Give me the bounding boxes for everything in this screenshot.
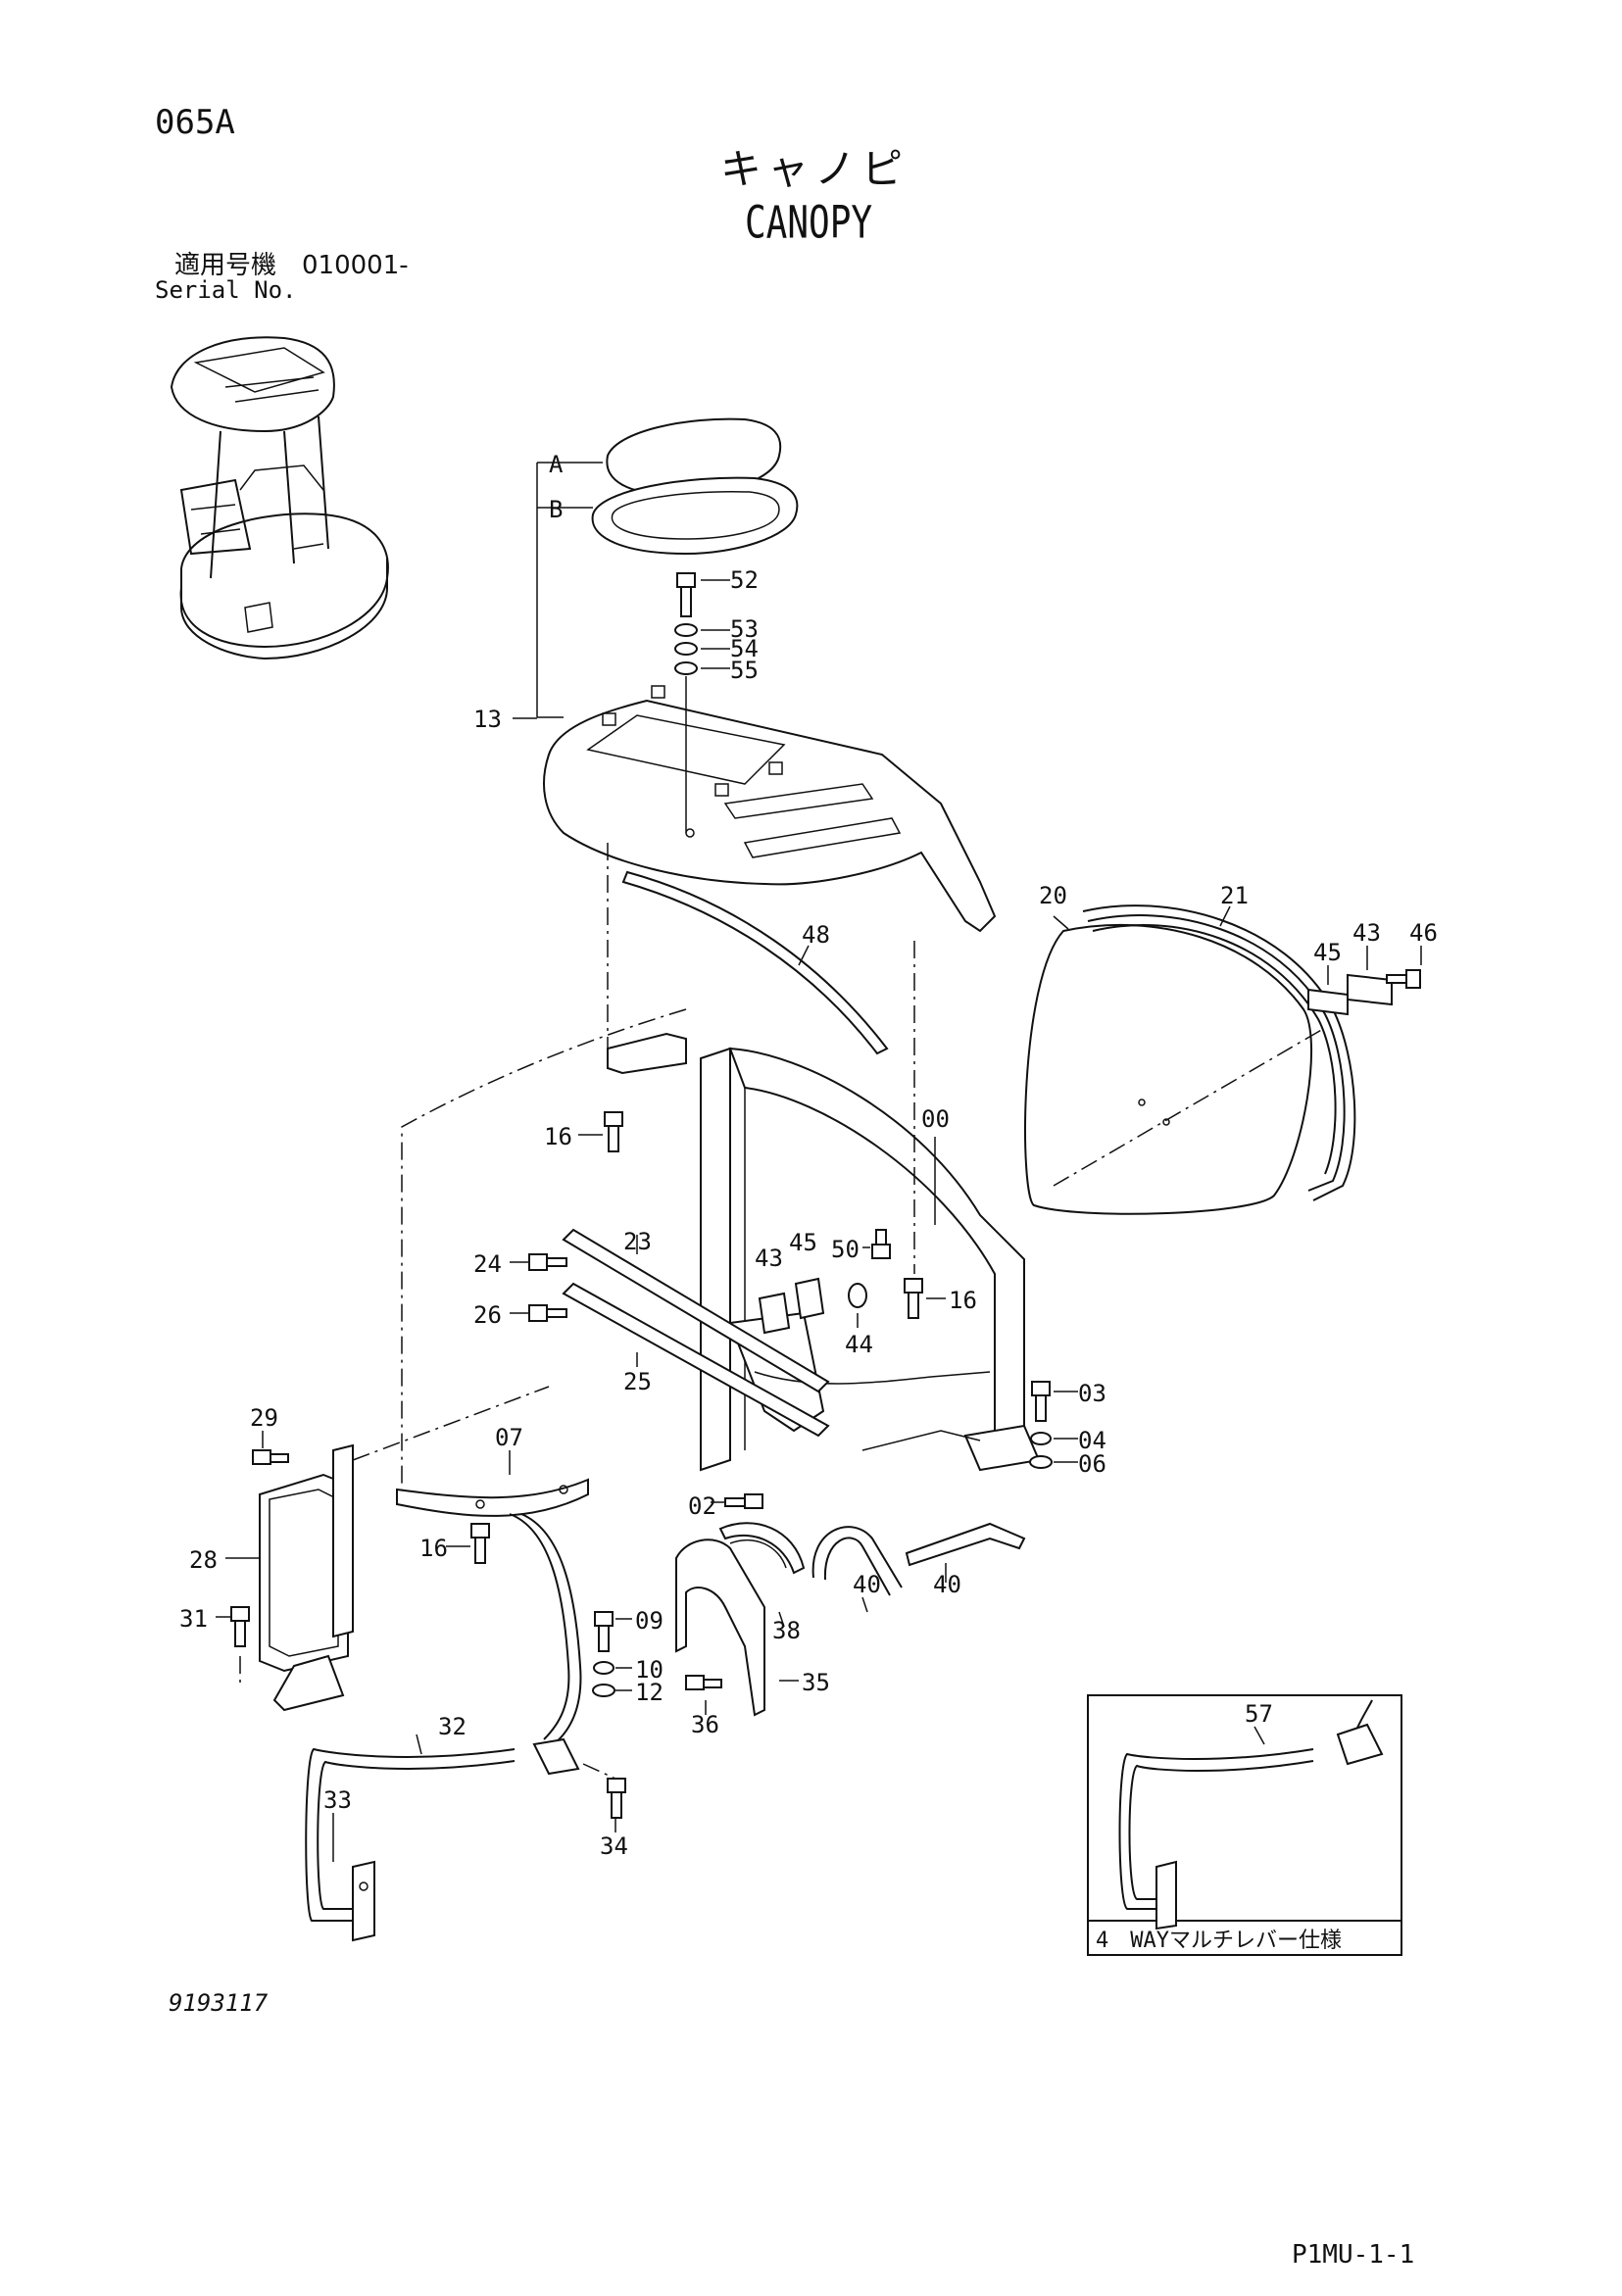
page-code: 065A bbox=[155, 103, 235, 142]
bolt-16-right-icon bbox=[904, 1278, 923, 1319]
callout-00: 00 bbox=[921, 1105, 950, 1133]
serial-label-japanese: 適用号機 010001- bbox=[174, 251, 409, 280]
callout-20: 20 bbox=[1039, 882, 1067, 909]
callout-26: 26 bbox=[473, 1301, 502, 1329]
pipe-40-bent bbox=[811, 1526, 903, 1596]
callout-43-lower: 43 bbox=[755, 1245, 783, 1272]
callout-06: 06 bbox=[1078, 1450, 1106, 1478]
callout-28: 28 bbox=[189, 1546, 218, 1574]
callout-45-lower: 45 bbox=[789, 1229, 817, 1256]
inset-4way-multilever bbox=[1087, 1694, 1402, 1956]
spring-washer-10-icon bbox=[593, 1661, 614, 1675]
rubber-38 bbox=[718, 1522, 806, 1575]
bolt-26-icon bbox=[528, 1304, 567, 1322]
page-title-japanese: キャノピ bbox=[720, 145, 909, 193]
callout-10: 10 bbox=[635, 1656, 664, 1684]
roof-window-seal bbox=[591, 476, 799, 556]
callout-35: 35 bbox=[802, 1669, 830, 1696]
bolt-29-icon bbox=[252, 1449, 289, 1465]
callout-29: 29 bbox=[250, 1404, 278, 1432]
bolt-24-icon bbox=[528, 1253, 567, 1271]
stay-rod-25 bbox=[562, 1282, 830, 1438]
plate-45-icon bbox=[1307, 988, 1349, 1016]
callout-16-right: 16 bbox=[949, 1287, 977, 1314]
callout-04: 04 bbox=[1078, 1427, 1106, 1454]
bolt-31-icon bbox=[230, 1606, 250, 1647]
washer-53-icon bbox=[674, 623, 698, 637]
stay-rod-23 bbox=[562, 1228, 830, 1393]
inset-label: 4 WAYマルチレバー仕様 bbox=[1096, 1929, 1342, 1953]
callout-40-straight: 40 bbox=[933, 1571, 961, 1598]
callout-52: 52 bbox=[730, 566, 759, 594]
bolt-03-icon bbox=[1031, 1381, 1051, 1422]
washer-55-icon bbox=[674, 661, 698, 675]
bolt-16-upper-icon bbox=[604, 1111, 623, 1152]
spring-washer-04-icon bbox=[1030, 1432, 1052, 1445]
callout-24: 24 bbox=[473, 1250, 502, 1278]
callout-07: 07 bbox=[495, 1424, 523, 1451]
callout-A: A bbox=[549, 451, 564, 478]
callout-13: 13 bbox=[473, 706, 502, 733]
bolt-50-icon bbox=[871, 1229, 891, 1259]
pipe-40-straight bbox=[905, 1522, 1026, 1567]
callout-03: 03 bbox=[1078, 1380, 1106, 1407]
callout-16-upper: 16 bbox=[544, 1123, 572, 1150]
callout-54: 54 bbox=[730, 635, 759, 662]
callout-25: 25 bbox=[623, 1368, 652, 1395]
plate-45-lower-icon bbox=[794, 1277, 825, 1320]
bolt-16-lower-icon bbox=[470, 1523, 490, 1564]
callout-12: 12 bbox=[635, 1679, 664, 1706]
callout-43-top: 43 bbox=[1352, 919, 1381, 947]
canopy-frame bbox=[607, 1032, 1041, 1472]
plate-43-icon bbox=[1347, 973, 1393, 1006]
drawing-number: 9193117 bbox=[169, 1989, 269, 2017]
callout-44: 44 bbox=[845, 1331, 873, 1358]
callout-50: 50 bbox=[831, 1236, 860, 1263]
callout-40-bent: 40 bbox=[853, 1571, 881, 1598]
canopy-roof-panel bbox=[543, 685, 997, 933]
callout-16-lower: 16 bbox=[419, 1535, 448, 1562]
bolt-02-icon bbox=[724, 1493, 763, 1509]
callout-55: 55 bbox=[730, 657, 759, 684]
callout-57: 57 bbox=[1245, 1700, 1273, 1728]
clamp-35 bbox=[675, 1539, 765, 1717]
callout-09: 09 bbox=[635, 1607, 664, 1635]
part-callout-labels: A B 52 53 54 55 13 48 20 21 45 43 46 16 … bbox=[179, 451, 1438, 1953]
bracket-07 bbox=[396, 1478, 589, 1517]
washer-12-icon bbox=[592, 1684, 615, 1697]
machine-overview-illustration bbox=[170, 336, 389, 660]
bolt-46-icon bbox=[1386, 969, 1421, 989]
bolt-36-icon bbox=[685, 1675, 722, 1690]
handle-pipe-32 bbox=[305, 1513, 582, 1922]
callout-B: B bbox=[549, 496, 563, 523]
callout-23: 23 bbox=[623, 1228, 652, 1255]
callout-53: 53 bbox=[730, 615, 759, 643]
bolt-09-icon bbox=[594, 1611, 614, 1652]
bolt-52-icon bbox=[676, 572, 696, 617]
serial-label-english: Serial No. bbox=[155, 276, 297, 304]
washer-54-icon bbox=[674, 642, 698, 656]
callout-33: 33 bbox=[323, 1786, 352, 1814]
collar-44-icon bbox=[848, 1283, 867, 1308]
washer-06-icon bbox=[1029, 1455, 1053, 1469]
page-title-english: CANOPY bbox=[745, 198, 873, 249]
callout-46: 46 bbox=[1409, 919, 1438, 947]
callout-34: 34 bbox=[600, 1832, 628, 1860]
bolt-34-icon bbox=[607, 1778, 626, 1819]
callout-38: 38 bbox=[772, 1617, 801, 1644]
callout-36: 36 bbox=[691, 1711, 719, 1738]
callout-32: 32 bbox=[438, 1713, 467, 1740]
callout-48: 48 bbox=[802, 921, 830, 949]
page-reference: P1MU-1-1 bbox=[1292, 2240, 1415, 2270]
bracket-33 bbox=[352, 1860, 375, 1942]
plate-43-lower-icon bbox=[758, 1292, 791, 1335]
side-glass-panel bbox=[1024, 924, 1313, 1215]
callout-02: 02 bbox=[688, 1492, 716, 1520]
mirror-28 bbox=[259, 1443, 354, 1712]
callout-31: 31 bbox=[179, 1605, 208, 1633]
rubber-strip-48-icon bbox=[621, 870, 889, 1055]
callout-21: 21 bbox=[1220, 882, 1249, 909]
callout-45-top: 45 bbox=[1313, 939, 1342, 966]
